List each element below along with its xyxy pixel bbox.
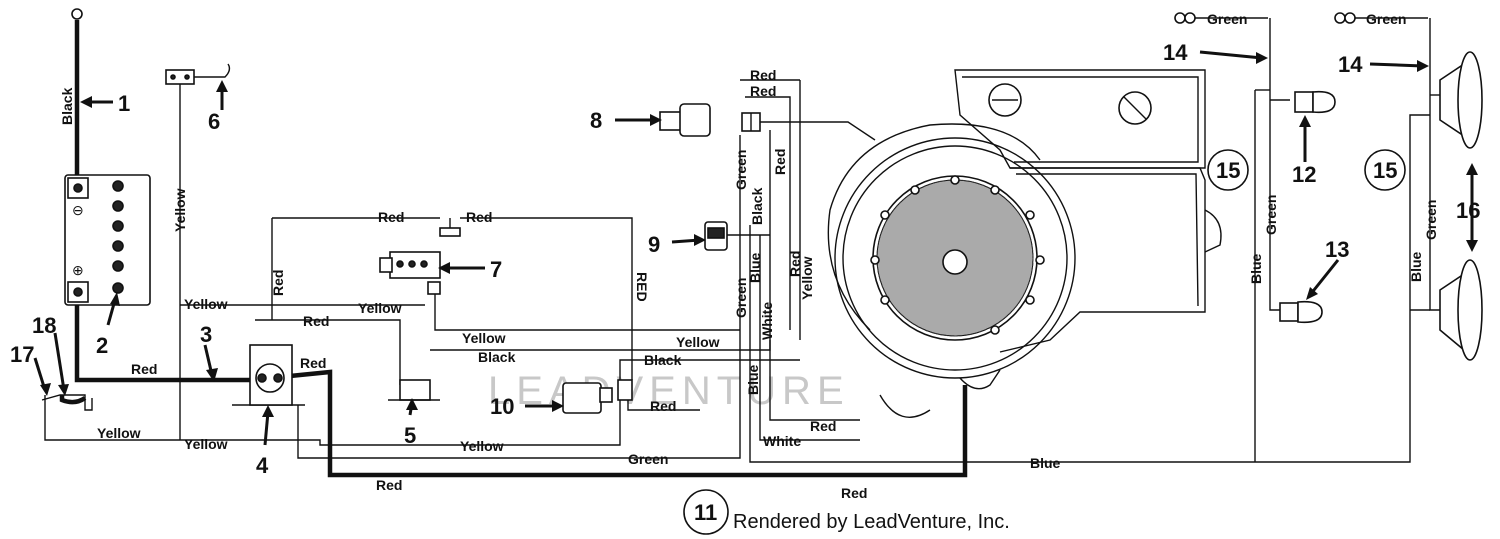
pto-switch (562, 379, 633, 414)
wire-label-red-cable: Red (131, 361, 157, 377)
callout-15-right: 15 (1373, 158, 1397, 183)
wire-label-white-vertical: White (759, 302, 775, 340)
wire-label-green-vertical: Green (733, 150, 749, 190)
ground-strap (41, 394, 93, 411)
relay (379, 251, 441, 295)
callout-1: 1 (118, 91, 130, 116)
wire-label-green-9: Green (733, 278, 749, 318)
callout-12: 12 (1292, 162, 1316, 187)
callout-8: 8 (590, 108, 602, 133)
wire-label-red-loop-vertical: Red (270, 270, 286, 296)
wire-label-red-solenoid: Red (303, 313, 329, 329)
callout-10: 10 (490, 394, 514, 419)
wire-label-yellow-bottom: Yellow (184, 436, 228, 452)
callout-13: 13 (1325, 237, 1349, 262)
wire-label-black-1: Black (478, 349, 516, 365)
callout-arrows (33, 50, 1478, 446)
wire-label-green-right-1: Green (1263, 195, 1279, 235)
wire-label-red-upper: RED (634, 272, 650, 302)
seat-switch (388, 379, 440, 401)
battery-cable-terminal (71, 8, 83, 20)
wire-label-yellow-bottom-2: Yellow (460, 438, 504, 454)
bulb-12 (1294, 90, 1336, 114)
callout-11-circle (683, 489, 729, 535)
wire-label-yellow-10: Yellow (462, 330, 506, 346)
wire-label-red-solenoid-2: Red (300, 355, 326, 371)
callout-6: 6 (208, 109, 220, 134)
callout-3: 3 (200, 322, 212, 347)
wires (44, 17, 1445, 478)
callout-15-left-circle (1207, 149, 1249, 191)
callout-15-left: 15 (1216, 158, 1240, 183)
callout-5: 5 (404, 423, 416, 448)
credit-text: Rendered by LeadVenture, Inc. (733, 511, 1010, 533)
wire-label-red-vertical-2: Red (787, 251, 803, 277)
wire-label-blue-right-2: Blue (1408, 251, 1424, 282)
starter-solenoid (232, 344, 305, 406)
wire-label-black-battery: Black (59, 87, 75, 125)
wire-label-black-2: Black (644, 352, 682, 368)
wire-label-yellow-vertical: Yellow (172, 188, 188, 232)
wire-label-red-top-1: Red (378, 209, 404, 225)
wire-label-green-top-right: Green (1366, 11, 1406, 27)
wire-label-black-vertical: Black (749, 187, 765, 225)
callout-11: 11 (694, 500, 717, 525)
wire-label-yellow-ground: Yellow (97, 425, 141, 441)
engine-connector (741, 112, 761, 132)
wire-label-blue-vertical: Blue (745, 364, 761, 395)
callout-18: 18 (32, 313, 56, 338)
wire-label-yellow-vertical-2: Yellow (799, 256, 815, 300)
wire-label-red-10: Red (650, 398, 676, 414)
wire-label-blue-right-1: Blue (1248, 253, 1264, 284)
callout-4: 4 (256, 453, 269, 478)
bulb-13 (1279, 300, 1323, 324)
callout-14-right: 14 (1338, 52, 1363, 77)
oil-pressure-switch (659, 103, 711, 137)
wire-label-yellow-mid: Yellow (184, 296, 228, 312)
wire-label-red-top-connector-1: Red (750, 67, 776, 83)
engine (827, 69, 1222, 418)
wire-label-red-vertical: Red (772, 149, 788, 175)
wire-label-white-engine: White (763, 433, 801, 449)
wire-label-red-top-connector-2: Red (750, 83, 776, 99)
callout-15-right-circle (1364, 149, 1406, 191)
battery: ⊖ ⊕ (64, 174, 151, 306)
ground-terminal-right (1334, 12, 1356, 24)
callout-16: 16 (1456, 198, 1480, 223)
wire-label-red-engine: Red (810, 418, 836, 434)
wire-label-red-top-2: Red (466, 209, 492, 225)
wire-label-yellow-10b: Yellow (676, 334, 720, 350)
wire-clip (165, 63, 231, 85)
headlight-upper (1439, 51, 1483, 149)
wire-label-green-top-left: Green (1207, 11, 1247, 27)
headlight-lower (1439, 259, 1483, 361)
callout-17: 17 (10, 342, 34, 367)
callout-2: 2 (96, 333, 108, 358)
wire-label-green-bottom: Green (628, 451, 668, 467)
wire-label-blue-bottom: Blue (1030, 455, 1061, 471)
ground-terminal-left (1174, 12, 1196, 24)
wire-label-red-bottom-2: Red (841, 485, 867, 501)
callout-9: 9 (648, 232, 660, 257)
wire-label-red-bottom-1: Red (376, 477, 402, 493)
ignition-switch (704, 221, 728, 251)
callout-14-left: 14 (1163, 40, 1188, 65)
callout-7: 7 (490, 257, 502, 282)
svg-text:⊕: ⊕ (72, 262, 84, 278)
wire-label-blue-9: Blue (747, 252, 763, 283)
wire-label-yellow-7: Yellow (358, 300, 402, 316)
svg-text:⊖: ⊖ (72, 202, 84, 218)
red-splice (439, 218, 461, 237)
wire-label-green-right-2: Green (1423, 200, 1439, 240)
